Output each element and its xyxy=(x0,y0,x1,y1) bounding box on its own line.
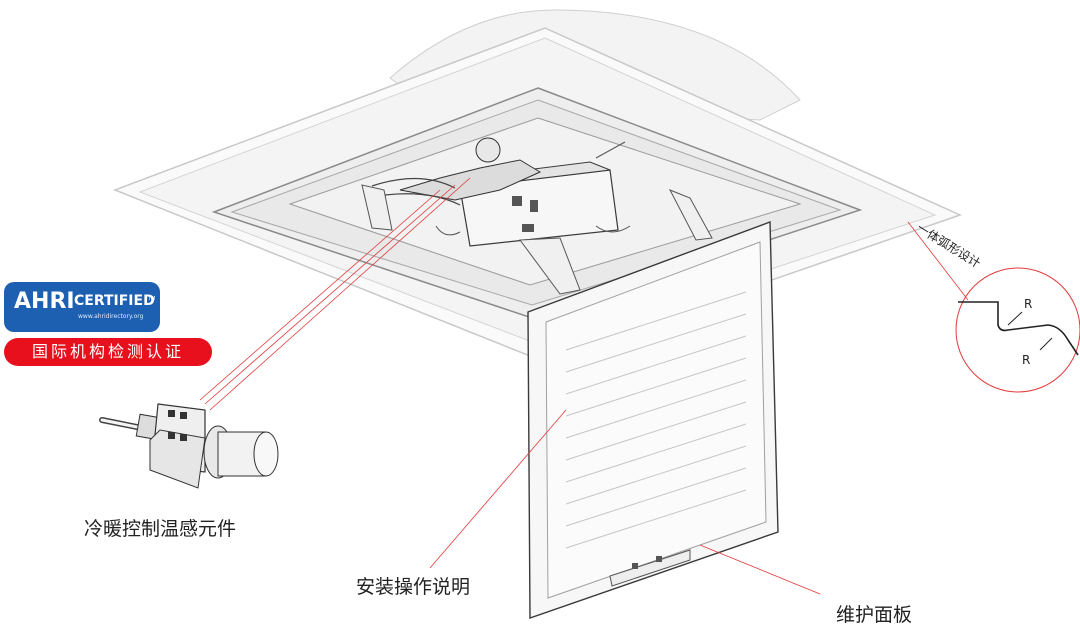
cable-top xyxy=(595,141,626,159)
arc-detail-circle xyxy=(955,267,1080,393)
international-certification-badge: 国际机构检测认证 xyxy=(4,338,212,366)
radius-label-2: R xyxy=(1022,353,1030,367)
latch-knob-1 xyxy=(632,563,638,569)
radius-arrow-2 xyxy=(1039,337,1053,351)
radius-label-1: R xyxy=(1024,297,1032,311)
arc-design-label: 一体弧形设计 xyxy=(914,221,982,271)
leader-arc xyxy=(907,221,969,301)
manual-label: 安装操作说明 xyxy=(356,576,471,598)
ahri-logo: AHRI xyxy=(14,289,75,314)
bracket-left xyxy=(361,184,393,231)
panel-grille-lines xyxy=(565,291,747,549)
box-connector-2 xyxy=(530,200,538,212)
motor-hub xyxy=(475,137,501,163)
box-connector-3 xyxy=(522,224,534,232)
bracket-bottom xyxy=(519,237,581,295)
leader-sensor-1 xyxy=(199,189,441,401)
ahri-certified-text: CERTIFIED xyxy=(74,293,155,309)
leader-sensor-3 xyxy=(209,177,471,411)
temperature-sensor xyxy=(99,403,279,489)
cable-right xyxy=(595,225,631,233)
sensor-label: 冷暖控制温感元件 xyxy=(84,518,237,540)
panel-label: 维护面板 xyxy=(836,604,913,626)
bracket-right xyxy=(668,189,713,241)
ahri-certified-badge: AHRI CERTIFIED TM www.ahridirectory.org xyxy=(4,282,160,332)
arc-profile xyxy=(958,301,1079,356)
leader-manual xyxy=(429,409,567,569)
ahri-tm: TM xyxy=(148,296,156,302)
panel-inner-border xyxy=(545,241,767,599)
radius-arrow-1 xyxy=(1007,311,1023,326)
cable-left xyxy=(435,225,461,236)
ahri-url: www.ahridirectory.org xyxy=(78,313,144,320)
leader-panel xyxy=(699,544,821,595)
leader-lines xyxy=(199,177,969,595)
box-connector-1 xyxy=(512,196,522,206)
wire-bundle xyxy=(371,177,461,206)
panel-latch xyxy=(609,549,691,587)
motor-assembly xyxy=(399,159,542,201)
latch-knob-2 xyxy=(656,556,662,562)
leader-sensor-2 xyxy=(204,184,456,405)
